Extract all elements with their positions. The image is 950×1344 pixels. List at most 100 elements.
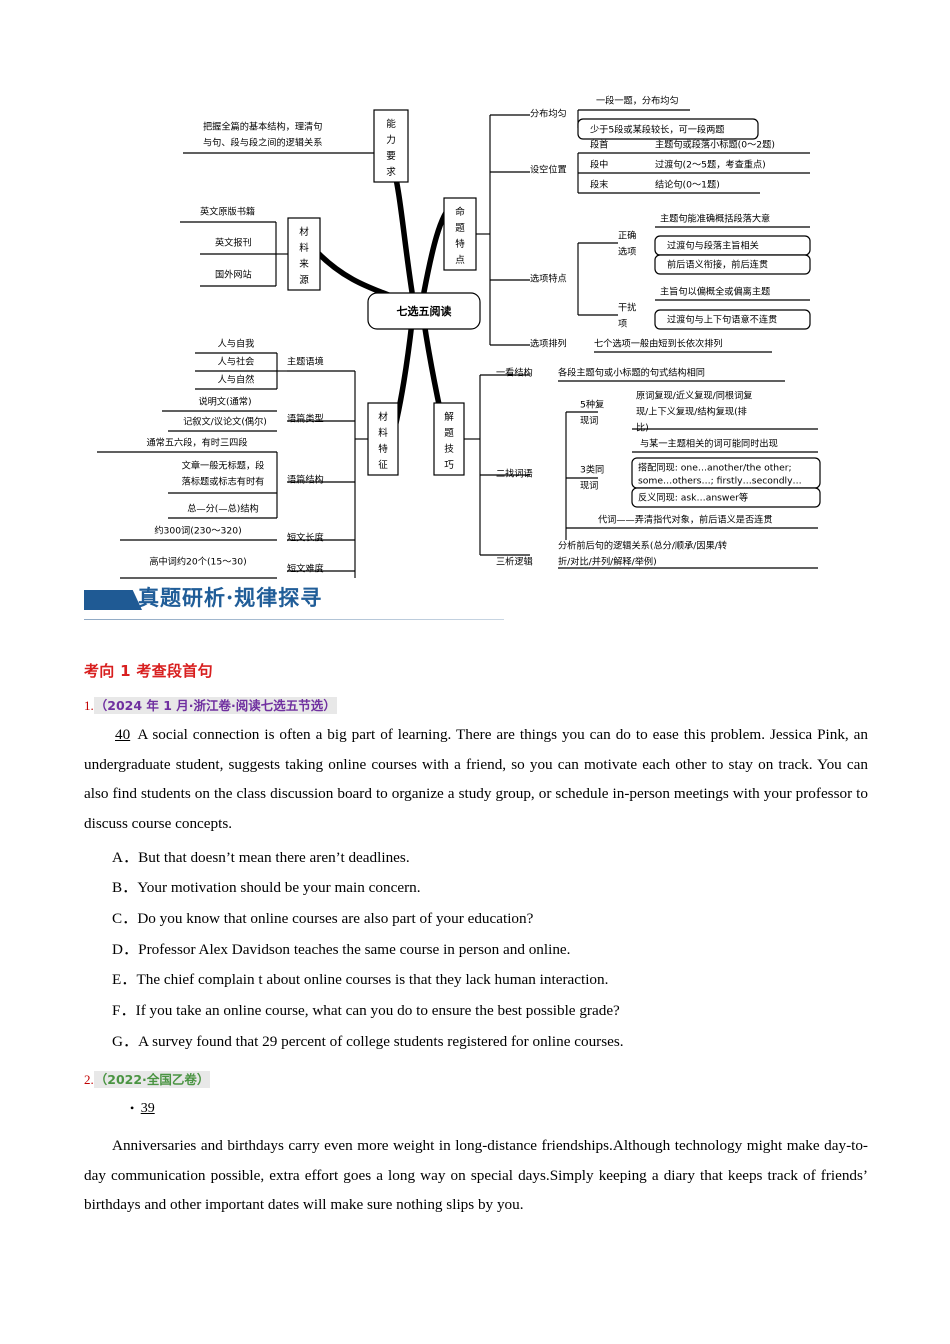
banner-title: 真题研析·规律探寻 xyxy=(138,585,323,610)
item1-source-line: 1.（2024 年 1 月·浙江卷·阅读七选五节选） xyxy=(84,695,868,714)
prop-g2-correct-1: 过渡句与段落主旨相关 xyxy=(667,240,759,252)
node-material-source-ch3: 来 xyxy=(299,259,309,270)
node-ability-ch2: 力 xyxy=(386,134,396,146)
tech-g1-key-1b: 现词 xyxy=(580,481,598,492)
bullet-icon: • xyxy=(130,1101,135,1116)
item1-option-b: B．Your motivation should be your main co… xyxy=(84,873,868,904)
tech-group-label-1: 二找词语 xyxy=(496,468,533,480)
mindmap-diagram: 七选五阅读 能 力 要 求 把握全篇的基本结构，理清句 与句、段与段之间的逻辑关… xyxy=(0,0,950,590)
item1-option-c: C．Do you know that online courses are al… xyxy=(84,904,868,935)
tech-g1-key-1a: 3类同 xyxy=(580,464,604,476)
item1-passage-text: A social connection is often a big part … xyxy=(84,726,869,832)
mf-g2-item-1b: 落标题或标志有时有 xyxy=(182,476,265,488)
node-material-feature-ch2: 料 xyxy=(378,427,388,439)
item2-source-open: （ xyxy=(94,1072,108,1088)
ability-detail-line2: 与句、段与段之间的逻辑关系 xyxy=(203,137,322,149)
tech-g1-rep-l2: 现/上下义复现/结构复现(排 xyxy=(636,406,747,418)
section-heading: 考向 1 考查段首句 xyxy=(84,662,213,680)
node-material-feature-ch3: 特 xyxy=(378,443,388,455)
mf-group-label-4: 短文难度 xyxy=(287,563,324,575)
mf-g0-item-2: 人与自然 xyxy=(218,374,255,386)
mf-group-label-3: 短文长度 xyxy=(287,532,324,544)
prop-group-label-3: 选项排列 xyxy=(530,338,567,350)
node-technique xyxy=(433,402,465,476)
mindmap-center-label: 七选五阅读 xyxy=(397,304,452,318)
item2-source: （2022·全国乙卷） xyxy=(93,1071,211,1089)
item2-number: 2. xyxy=(84,1072,94,1088)
node-technique-ch2: 题 xyxy=(444,428,454,439)
item2-source-name: 全国乙卷 xyxy=(146,1072,197,1088)
prop-g0-item-0: 一段一题，分布均匀 xyxy=(596,95,679,107)
banner-rule xyxy=(84,618,504,620)
prop-g2-sub-key-0a: 正确 xyxy=(618,230,636,242)
mf-g3-item-0: 约300词(230～320) xyxy=(154,525,241,537)
prop-g2-sub-key-1a: 干扰 xyxy=(618,302,636,314)
content-area: 考向 1 考查段首句 1.（2024 年 1 月·浙江卷·阅读七选五节选） 40… xyxy=(84,660,868,1224)
item1-source-text: 2024 年 1 月·浙江卷·阅读七选五节选 xyxy=(107,698,324,713)
prop-g2-sub-key-1b: 项 xyxy=(618,319,627,330)
item1-option-f: F．If you take an online course, what can… xyxy=(84,996,868,1027)
prop-g2-a2-box xyxy=(654,254,811,275)
prop-g1-sub-val-2: 结论句(0～1题) xyxy=(655,179,720,191)
prop-g2-b1-box xyxy=(654,309,811,330)
node-proposition-ch3: 特 xyxy=(455,238,465,250)
prop-g2-correct-2: 前后语义衔接，前后连贯 xyxy=(667,259,768,271)
node-technique-ch1: 解 xyxy=(444,411,454,423)
item2-source-year: 2022· xyxy=(107,1072,147,1088)
option-e-letter: E． xyxy=(112,971,137,989)
tech-g1-key-0b: 现词 xyxy=(580,416,598,427)
option-e-text: The chief complain t about online course… xyxy=(136,971,609,989)
option-c-text: Do you know that online courses are also… xyxy=(137,909,534,927)
node-material-feature xyxy=(367,402,399,476)
mf-g0-item-0: 人与自我 xyxy=(218,338,255,350)
prop-g2-distract-1: 过渡句与上下句语意不连贯 xyxy=(667,314,777,326)
node-ability xyxy=(373,109,409,183)
mf-g4-item-0: 高中词约20个(15～30) xyxy=(149,556,246,568)
material-source-item-0: 英文原版书籍 xyxy=(200,206,255,218)
node-technique-ch4: 巧 xyxy=(444,460,454,471)
item1-number: 1. xyxy=(84,698,94,713)
item2-source-close: ） xyxy=(196,1072,210,1088)
tech-g2-item-0b: 折/对比/并列/解释/举例) xyxy=(558,556,657,568)
node-material-source-ch2: 料 xyxy=(299,242,309,254)
tech-g1-cooc-0: 与某一主题相关的词可能同时出现 xyxy=(640,438,778,450)
item1-source-open: （ xyxy=(94,698,108,713)
node-ability-ch1: 能 xyxy=(386,118,396,130)
node-ability-ch4: 求 xyxy=(386,166,396,178)
prop-g1-sub-val-0: 主题句或段落小标题(0～2题) xyxy=(655,139,775,151)
option-d-text: Professor Alex Davidson teaches the same… xyxy=(138,940,571,958)
node-material-feature-ch1: 材 xyxy=(378,411,388,423)
item1-option-a: A．But that doesn’t mean there aren’t dea… xyxy=(84,843,868,874)
node-material-source-ch4: 源 xyxy=(299,275,309,286)
option-f-letter: F． xyxy=(112,1002,136,1020)
item2-blank: 39 xyxy=(140,1101,155,1117)
item1-option-g: G．A survey found that 29 percent of coll… xyxy=(84,1027,868,1058)
prop-g0-item-1: 少于5段或某段较长，可一段两题 xyxy=(590,124,724,136)
prop-g2-correct-0: 主题句能准确概括段落大意 xyxy=(660,213,770,225)
prop-g1-sub-key-1: 段中 xyxy=(590,159,608,171)
tech-g2-item-0a: 分析前后句的逻辑关系(总分/顺承/因果/转 xyxy=(558,540,727,552)
tech-g1-rep-l3: 比) xyxy=(636,422,649,434)
option-b-letter: B． xyxy=(112,879,138,897)
tech-group-label-2: 三析逻辑 xyxy=(496,556,533,568)
prop-g0-item1-box xyxy=(577,118,759,140)
prop-g2-sub-key-0b: 选项 xyxy=(618,246,636,258)
option-c-letter: C． xyxy=(112,909,138,927)
prop-g1-sub-key-0: 段首 xyxy=(590,139,608,151)
item1-source-close: ） xyxy=(323,698,336,713)
mindmap-center-node xyxy=(367,292,481,330)
mf-g1-item-0: 说明文(通常) xyxy=(198,396,251,408)
item2-passage: Anniversaries and birthdays carry even m… xyxy=(84,1136,868,1214)
mf-g2-item-0: 通常五六段，有时三四段 xyxy=(146,437,247,449)
mf-group-label-2: 语篇结构 xyxy=(287,474,324,486)
prop-group-label-2: 选项特点 xyxy=(530,273,567,285)
mf-group-label-0: 主题语境 xyxy=(287,356,324,368)
tech-g1-cooc2-box xyxy=(631,487,821,508)
prop-g1-sub-key-2: 段末 xyxy=(590,179,608,191)
branch-to-ability xyxy=(390,163,415,295)
mf-group-label-1: 语篇类型 xyxy=(287,413,324,425)
tech-g1-cooc-1a: 搭配同现: one…another/the other; xyxy=(638,462,792,474)
option-g-letter: G． xyxy=(112,1032,139,1050)
ability-detail-line1: 把握全篇的基本结构，理清句 xyxy=(203,121,322,133)
node-proposition-ch1: 命 xyxy=(455,206,465,218)
